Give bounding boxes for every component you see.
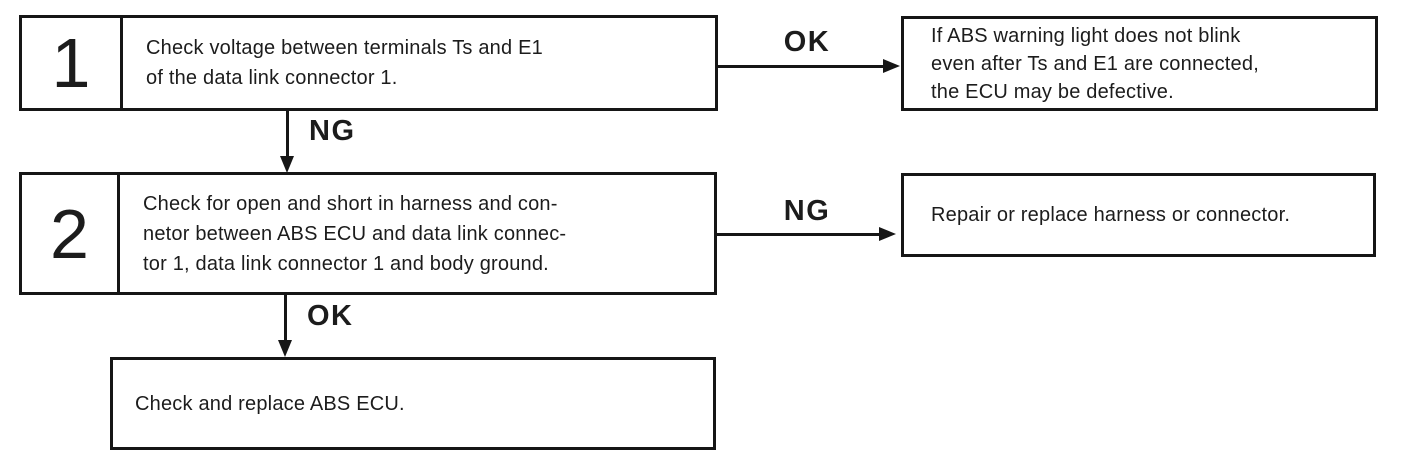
label-step2-ok: OK [307, 300, 354, 332]
result-1-line-1: If ABS warning light does not blink [931, 24, 1241, 47]
arrow-step2-ng-head [879, 227, 896, 241]
arrow-step1-ng-head [280, 156, 294, 173]
label-step1-ok: OK [783, 26, 831, 58]
step-2-number: 2 [22, 175, 120, 292]
result-1-line-2: even after Ts and E1 are connected, [931, 52, 1259, 75]
label-step2-ng: NG [783, 195, 831, 227]
result-2-text: Repair or replace harness or connector. [931, 204, 1291, 226]
step-1-box: 1 Check voltage between terminals Ts and… [19, 15, 718, 111]
result-1-box: If ABS warning light does not blink even… [901, 16, 1378, 111]
result-2-box: Repair or replace harness or connector. [901, 173, 1376, 257]
step-1-text: Check voltage between terminals Ts and E… [123, 18, 715, 108]
arrow-step2-ok-line [284, 294, 287, 341]
label-step1-ng: NG [309, 115, 356, 147]
step-2-box: 2 Check for open and short in harness an… [19, 172, 717, 295]
final-box: Check and replace ABS ECU. [110, 357, 716, 450]
arrow-step1-ok-line [718, 65, 884, 68]
step-2-text: Check for open and short in harness and … [120, 175, 714, 292]
arrow-step1-ok-head [883, 59, 900, 73]
step-2-text-line-1: Check for open and short in harness and … [143, 192, 558, 215]
step-2-text-line-3: tor 1, data link connector 1 and body gr… [143, 252, 549, 275]
step-1-text-line-2: of the data link connector 1. [146, 67, 398, 89]
step-1-number: 1 [22, 18, 123, 108]
arrow-step1-ng-line [286, 110, 289, 158]
result-1-line-3: the ECU may be defective. [931, 80, 1174, 103]
arrow-step2-ng-line [717, 233, 880, 236]
step-2-text-line-2: netor between ABS ECU and data link conn… [143, 222, 567, 245]
arrow-step2-ok-head [278, 340, 292, 357]
final-text: Check and replace ABS ECU. [135, 392, 405, 415]
step-1-text-line-1: Check voltage between terminals Ts and E… [146, 37, 543, 59]
